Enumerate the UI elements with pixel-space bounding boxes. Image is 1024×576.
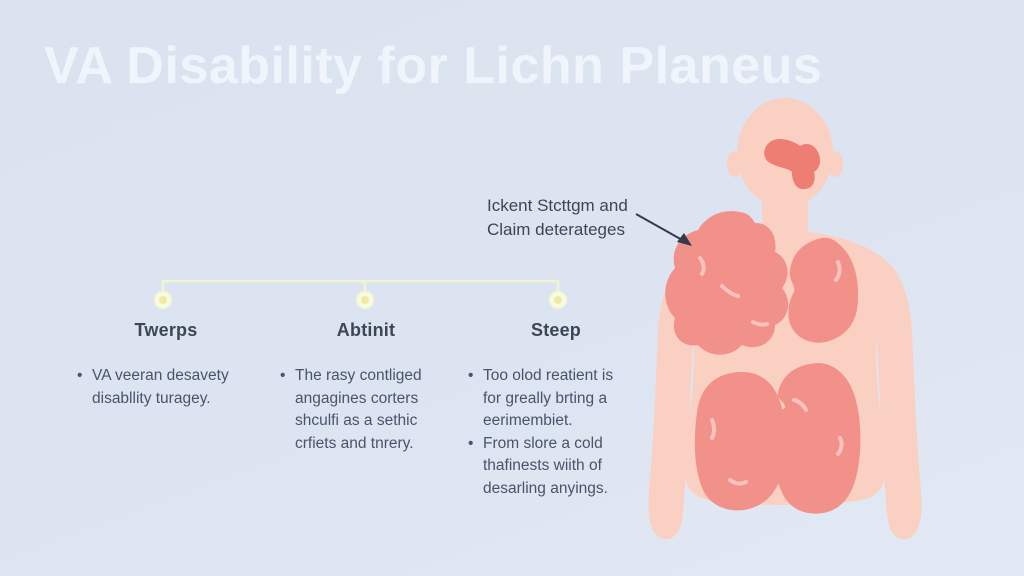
forehead-patch [764, 139, 821, 190]
right-chest-patch [788, 237, 859, 343]
list-item: From slore a cold thafinests wiith of de… [468, 433, 648, 501]
column-1-header: Twerps [134, 320, 198, 340]
torso-figure [635, 98, 922, 540]
timeline-node-1 [153, 290, 173, 310]
timeline-node-3 [548, 290, 568, 310]
left-chest-patch [665, 211, 789, 355]
timeline-bracket [153, 279, 568, 310]
column-1: Twerps VA veeran desavety disabllity tur… [73, 320, 259, 410]
list-item: The rasy contliged angagines corters shc… [280, 365, 456, 455]
timeline-node-2 [355, 290, 375, 310]
column-3-header: Steep [530, 320, 582, 340]
column-3: Steep Too olod reatient is for greally b… [464, 320, 648, 500]
column-1-list: VA veeran desavety disabllity turagey. [73, 365, 259, 410]
right-abdomen-patch [774, 363, 861, 514]
column-2: Abtinit The rasy contliged angagines cor… [276, 320, 456, 455]
annotation-line-1: Ickent Stcttgm and [487, 196, 628, 215]
page-title: VA Disability for Lichn Planeus [44, 37, 823, 95]
annotation-label: Ickent Stcttgm and Claim deterateges [487, 194, 628, 242]
left-abdomen-patch [694, 372, 786, 511]
list-item: VA veeran desavety disabllity turagey. [77, 365, 259, 410]
patch-highlights [698, 256, 844, 486]
timeline-line [161, 279, 560, 294]
annotation-arrow [635, 213, 692, 246]
column-3-list: Too olod reatient is for greally brting … [464, 365, 648, 500]
list-item: Too olod reatient is for greally brting … [468, 365, 648, 433]
column-2-header: Abtinit [336, 320, 396, 340]
column-2-list: The rasy contliged angagines corters shc… [276, 365, 456, 455]
annotation-line-2: Claim deterateges [487, 220, 625, 239]
